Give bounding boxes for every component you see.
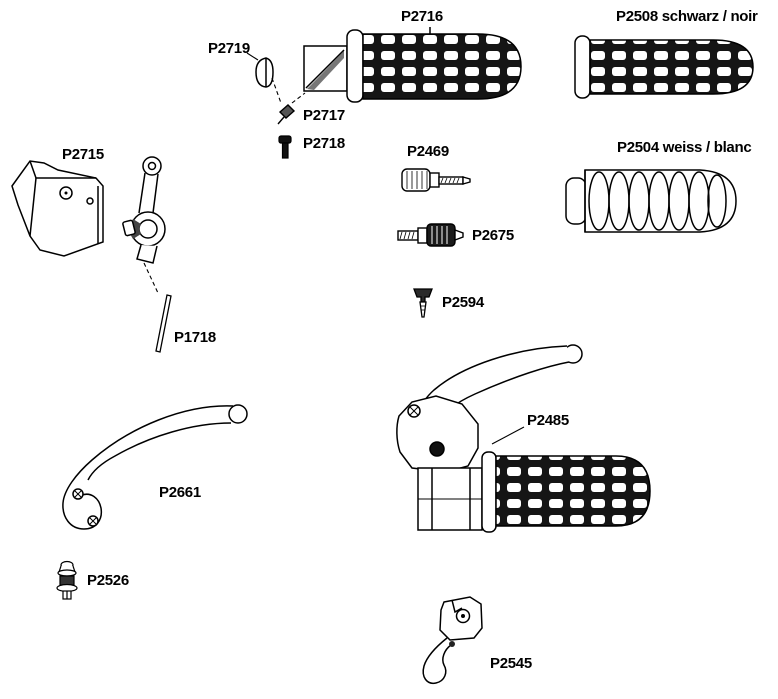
part-drawing-p2675-adjuster: [397, 223, 464, 247]
part-drawing-p2545-lever: [422, 596, 483, 685]
part-drawing-p2594-fastener: [413, 288, 433, 318]
part-label-p2675: P2675: [472, 227, 514, 244]
part-drawing-p2504-grip: [565, 169, 737, 233]
part-label-p2526: P2526: [87, 572, 129, 589]
part-drawing-p2526-adjuster: [56, 560, 78, 600]
part-label-p2545: P2545: [490, 655, 532, 672]
part-drawing-p2716-grip: [303, 27, 522, 103]
part-drawing-p2715-bracket: [11, 156, 166, 294]
part-label-p2508: P2508 schwarz / noir: [616, 8, 758, 25]
part-drawing-p2719-cap: [246, 52, 306, 104]
part-label-p2715: P2715: [62, 146, 104, 163]
part-drawing-p2469-adjuster: [401, 168, 471, 192]
part-drawing-p2717-bolt: [277, 104, 296, 125]
part-drawing-p2661-lever: [62, 404, 248, 530]
part-label-p2718: P2718: [303, 135, 345, 152]
part-drawing-p2508-grip: [574, 35, 754, 99]
part-label-p2719: P2719: [208, 40, 250, 57]
part-label-p2504: P2504 weiss / blanc: [617, 139, 752, 156]
part-label-p2717: P2717: [303, 107, 345, 124]
part-drawing-p2718-screw: [278, 135, 292, 159]
part-label-p1718: P1718: [174, 329, 216, 346]
part-drawing-p2485-assembly: [396, 344, 651, 533]
part-label-p2716: P2716: [401, 8, 443, 25]
part-label-p2594: P2594: [442, 294, 484, 311]
part-label-p2485: P2485: [527, 412, 569, 429]
part-label-p2469: P2469: [407, 143, 449, 160]
part-label-p2661: P2661: [159, 484, 201, 501]
part-drawing-p1718-rod: [155, 294, 172, 353]
